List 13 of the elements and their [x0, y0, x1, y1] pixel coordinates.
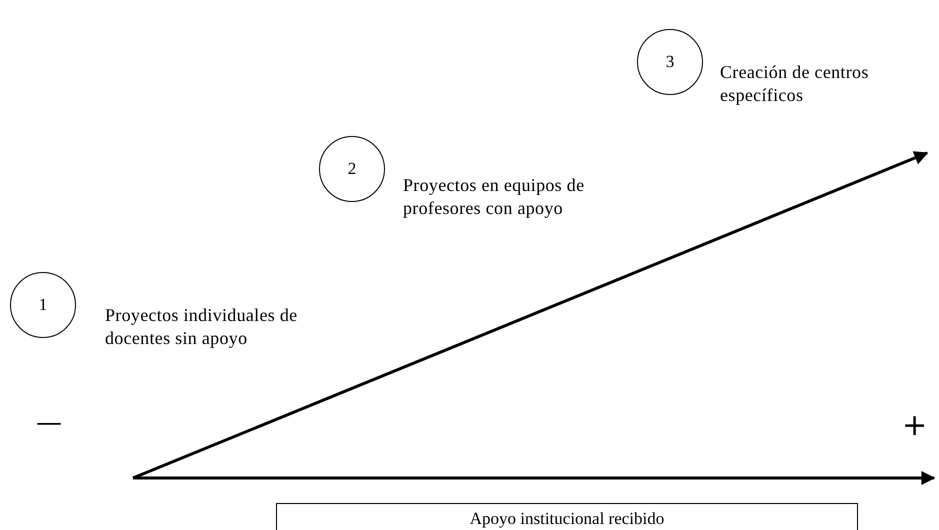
step-description: Creación de centros específicos [720, 61, 870, 107]
step-description: Proyectos individuales de docentes sin apoyo [105, 304, 298, 350]
step-number: 1 [38, 295, 48, 315]
minus-sign: — [36, 408, 62, 438]
step-number: 2 [348, 159, 356, 179]
step-circle [319, 136, 385, 202]
step-number: 3 [666, 52, 674, 72]
step-description: Proyectos en equipos de profesores con apoyo [403, 174, 586, 220]
step-circle [637, 29, 703, 95]
axis-label-box [276, 503, 858, 530]
axis-title: Apoyo institucional recibido [470, 509, 664, 529]
plus-sign: + [902, 408, 928, 443]
step-circle [10, 272, 76, 338]
